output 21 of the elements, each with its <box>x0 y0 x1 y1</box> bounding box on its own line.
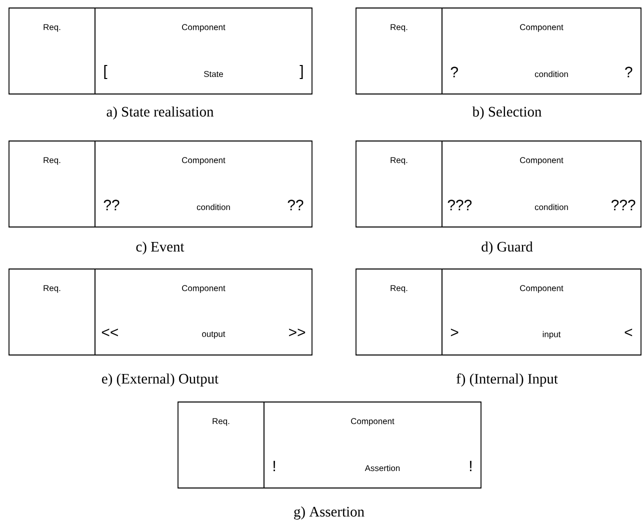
requirement-cell: Req. <box>356 140 442 228</box>
caption: c) Event <box>136 241 184 255</box>
requirement-cell: Req. <box>8 140 96 228</box>
caption: a) State realisation <box>106 106 214 120</box>
component-cell: Component [ State ] <box>94 8 312 94</box>
component-cell: Component ?? condition ?? <box>94 140 312 228</box>
requirement-cell: Req. <box>8 268 96 356</box>
requirement-cell: Req. <box>356 8 442 94</box>
requirement-cell: Req. <box>356 268 442 356</box>
component-cell: Component << output >> <box>94 268 312 356</box>
component-cell: Component > input < <box>442 268 642 356</box>
caption: b) Selection <box>472 106 542 120</box>
requirement-cell: Req. <box>8 8 96 94</box>
component-cell: Component ? condition ? <box>442 8 642 94</box>
caption: g) Assertion <box>294 506 364 520</box>
component-cell: Component ! Assertion ! <box>264 402 482 488</box>
caption: e) (External) Output <box>102 373 218 387</box>
requirement-cell: Req. <box>178 402 264 488</box>
caption: f) (Internal) Input <box>456 373 558 387</box>
component-cell: Component ??? condition ??? <box>442 140 642 228</box>
caption: d) Guard <box>482 241 533 255</box>
